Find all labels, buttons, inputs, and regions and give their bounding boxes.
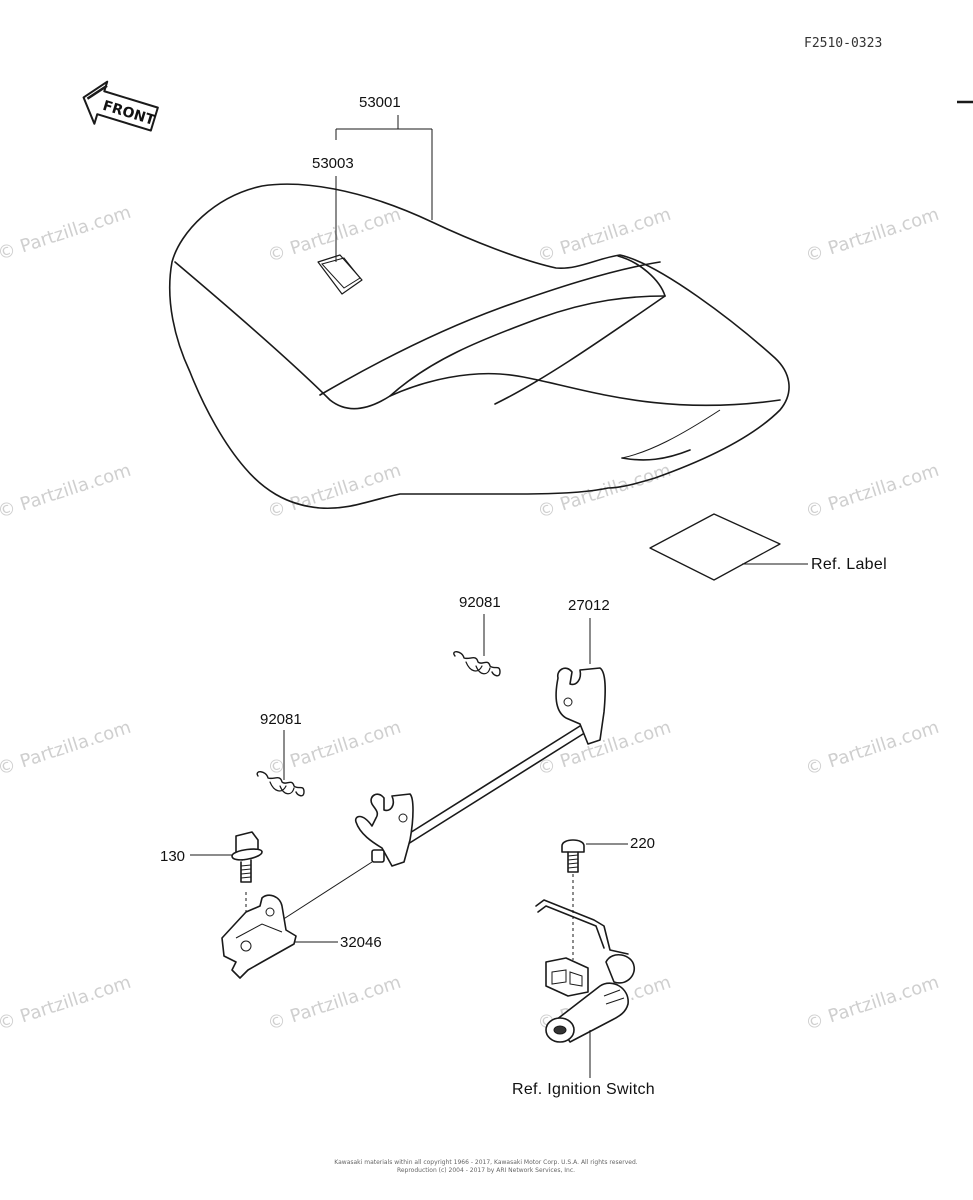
watermarks: © Partzilla.com © Partzilla.com © Partzi… [0,202,942,1035]
spring-right-icon [453,651,501,677]
watermark: © Partzilla.com [535,717,674,780]
footer-reproduction: Reproduction (c) 2004 - 2017 by ARI Netw… [397,1167,575,1174]
screw-icon [561,839,585,873]
part-92081-right-label: 92081 [459,594,501,611]
callout-53001 [335,115,433,220]
watermark: © Partzilla.com [535,204,674,267]
part-220-label: 220 [630,835,655,852]
watermark: © Partzilla.com [265,972,404,1035]
watermark: © Partzilla.com [803,717,942,780]
part-53001-label: 53001 [359,94,401,111]
watermark: © Partzilla.com [265,460,404,523]
watermark: © Partzilla.com [0,717,134,780]
ref-label-sticker [649,513,781,581]
spring-left-icon [256,771,305,797]
ignition-switch-assembly [535,899,636,1043]
ref-ignition-text: Ref. Ignition Switch [512,1081,655,1098]
watermark: © Partzilla.com [0,972,134,1035]
part-130-label: 130 [160,848,185,865]
footer-copyright: Kawasaki materials within all copyright … [334,1159,638,1166]
bolt-icon [231,831,263,883]
watermark: © Partzilla.com [0,202,134,265]
watermark: © Partzilla.com [535,460,674,523]
diagram-code: F2510-0323 [804,36,882,51]
part-53003-label: 53003 [312,155,354,172]
front-arrow-icon: FRONT [82,80,159,132]
watermark: © Partzilla.com [803,460,942,523]
watermark: © Partzilla.com [803,972,942,1035]
bracket-32046 [221,894,297,979]
part-27012-label: 27012 [568,597,610,614]
watermark: © Partzilla.com [0,460,134,523]
bracket-to-hook-line [281,861,373,921]
ref-label-text: Ref. Label [811,556,887,573]
part-92081-left-label: 92081 [260,711,302,728]
seat-illustration [168,183,790,510]
part-32046-label: 32046 [340,934,382,951]
seat-label-tag [317,254,363,295]
watermark: © Partzilla.com [803,204,942,267]
seat-lock-hook [354,667,606,867]
